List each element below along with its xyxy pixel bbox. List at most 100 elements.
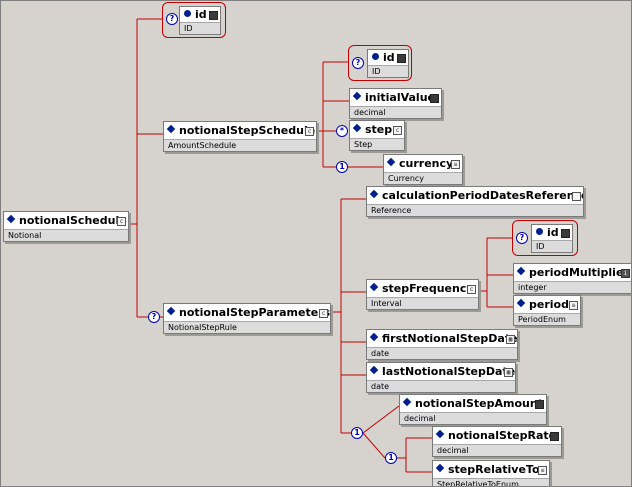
optional-badge: ? <box>166 13 178 25</box>
complex-type-icon: c <box>467 285 476 294</box>
node-type: ID <box>532 240 572 252</box>
node-type: decimal <box>433 444 561 456</box>
node-last-notional-step-date[interactable]: lastNotionalStepDate date ▦ <box>366 362 516 393</box>
node-type: Currency <box>384 172 462 184</box>
node-step-relative-to[interactable]: stepRelativeTo StepRelativeToEnum ≡ <box>432 460 550 486</box>
element-icon <box>6 214 16 224</box>
node-name: stepFrequency <box>367 280 478 297</box>
connector-choice-2 <box>396 437 432 473</box>
enum-type-icon: ≡ <box>451 160 460 169</box>
node-name: stepRelativeTo <box>433 461 549 478</box>
complex-type-icon: c <box>305 127 314 136</box>
optional-badge: ? <box>352 57 364 69</box>
minus-icon <box>209 11 218 20</box>
node-period-multiplier[interactable]: periodMultiplier integer i <box>513 263 631 294</box>
minus-icon <box>561 229 570 238</box>
node-type: PeriodEnum <box>514 313 580 325</box>
complex-type-icon: c <box>117 217 126 226</box>
complex-type-icon: c <box>319 309 328 318</box>
connector-root <box>129 18 163 318</box>
element-icon <box>386 157 396 167</box>
node-calculation-period-dates-reference[interactable]: calculationPeriodDatesReference Referenc… <box>366 186 584 217</box>
node-type: AmountSchedule <box>164 139 316 151</box>
optional-badge: ? <box>516 232 528 244</box>
node-name: notionalSchedule <box>4 212 128 229</box>
node-first-notional-step-date[interactable]: firstNotionalStepDate date ▦ <box>366 329 518 360</box>
element-icon <box>369 365 379 375</box>
node-name: notionalStepSchedule <box>164 122 316 139</box>
element-icon <box>166 124 176 134</box>
attribute-icon <box>372 53 379 60</box>
node-name: calculationPeriodDatesReference <box>367 187 583 204</box>
node-type: integer <box>514 281 631 293</box>
enum-type-icon: ≡ <box>569 301 578 310</box>
node-name: firstNotionalStepDate <box>367 330 517 347</box>
simple-type-icon <box>535 400 544 409</box>
node-schedule-id[interactable]: id ID <box>179 6 221 35</box>
zero-or-more-badge: * <box>336 125 348 137</box>
node-type: decimal <box>400 412 546 424</box>
element-icon <box>352 91 362 101</box>
element-icon <box>369 332 379 342</box>
node-step-schedule-id[interactable]: id ID <box>367 49 409 78</box>
node-name: notionalStepAmount <box>400 395 546 412</box>
element-icon <box>369 282 379 292</box>
connector-choice-1 <box>362 405 400 459</box>
node-name: periodMultiplier <box>514 264 631 281</box>
integer-type-icon: i <box>621 269 630 278</box>
exactly-one-badge: 1 <box>336 161 348 173</box>
connector-step-frequency <box>479 237 513 308</box>
node-type: Notional <box>4 229 128 241</box>
attribute-group: id ID <box>512 220 578 256</box>
complex-type-icon: c <box>393 126 402 135</box>
minus-icon <box>397 54 406 63</box>
date-type-icon: ▦ <box>504 368 513 377</box>
node-type: Reference <box>367 204 583 216</box>
node-currency[interactable]: currency Currency ≡ <box>383 154 463 185</box>
node-initial-value[interactable]: initialValue decimal <box>349 88 442 119</box>
node-notional-step-parameters[interactable]: notionalStepParameters NotionalStepRule … <box>163 303 331 334</box>
node-name: lastNotionalStepDate <box>367 363 515 380</box>
node-type: Interval <box>367 297 478 309</box>
node-step-frequency-id[interactable]: id ID <box>531 224 573 253</box>
node-name: id <box>532 225 572 240</box>
node-step[interactable]: step Step c <box>349 120 405 151</box>
simple-type-icon <box>430 94 439 103</box>
node-name: period <box>514 296 580 313</box>
node-type: decimal <box>350 106 441 118</box>
node-period[interactable]: period PeriodEnum ≡ <box>513 295 581 326</box>
node-name: step <box>350 121 404 138</box>
node-type: ID <box>180 22 220 34</box>
node-name: id <box>180 7 220 22</box>
element-icon <box>435 429 445 439</box>
node-name: notionalStepRate <box>433 427 561 444</box>
node-notional-step-rate[interactable]: notionalStepRate decimal <box>432 426 562 457</box>
node-notional-schedule[interactable]: notionalSchedule Notional c <box>3 211 129 242</box>
node-step-frequency[interactable]: stepFrequency Interval c <box>366 279 479 310</box>
node-type: ID <box>368 65 408 77</box>
node-name: initialValue <box>350 89 441 106</box>
attribute-icon <box>536 228 543 235</box>
element-icon <box>516 266 526 276</box>
node-type: date <box>367 347 517 359</box>
connector-step-schedule <box>317 61 383 168</box>
node-type: Step <box>350 138 404 150</box>
element-icon <box>435 463 445 473</box>
element-icon <box>352 123 362 133</box>
node-notional-step-schedule[interactable]: notionalStepSchedule AmountSchedule c <box>163 121 317 152</box>
optional-badge: ? <box>148 311 160 323</box>
exactly-one-badge: 1 <box>385 452 397 464</box>
empty-type-icon <box>572 192 581 201</box>
attribute-icon <box>184 10 191 17</box>
element-icon <box>402 397 412 407</box>
attribute-group: id ID <box>348 45 412 81</box>
date-type-icon: ▦ <box>506 335 515 344</box>
enum-type-icon: ≡ <box>538 466 547 475</box>
exactly-one-badge: 1 <box>351 427 363 439</box>
node-name: currency <box>384 155 462 172</box>
node-type: date <box>367 380 515 392</box>
node-notional-step-amount[interactable]: notionalStepAmount decimal <box>399 394 547 425</box>
node-type: NotionalStepRule <box>164 321 330 333</box>
